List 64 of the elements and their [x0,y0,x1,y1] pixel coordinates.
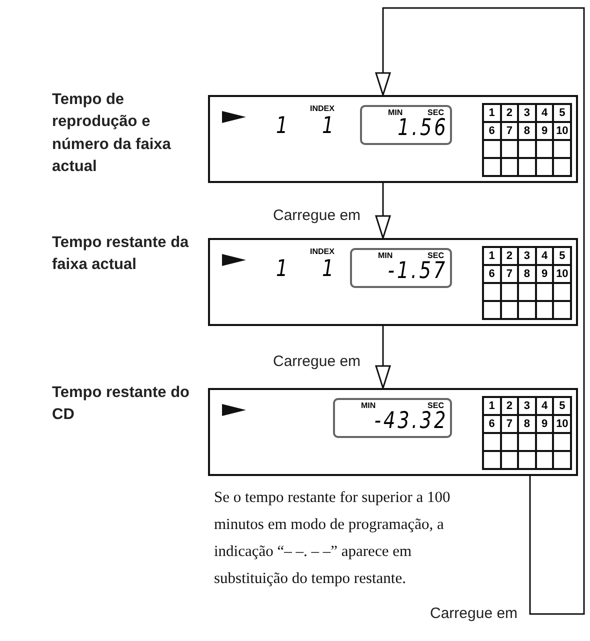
track-number: 3 [518,397,536,415]
track-number: 4 [536,104,554,122]
lcd-digits: 1 [322,258,336,281]
track-number: 2 [500,104,518,122]
track-number: 1 [483,397,501,415]
mode-caption: Tempo restante do CD [52,383,191,426]
track-number: 8 [518,265,536,283]
track-number: 10 [553,415,571,433]
track-number: 7 [500,265,518,283]
lcd-digits: 1 [276,115,290,138]
track-number: 9 [536,415,554,433]
track-number: 5 [553,104,571,122]
track-number: 6 [483,122,501,140]
track-number: 5 [553,247,571,265]
time-window [360,105,452,145]
mode-caption: Tempo restante da faixa actual [52,233,190,276]
track-number: 2 [500,397,518,415]
display-label: INDEX [310,105,334,113]
edge-label: Carregue em [271,206,363,224]
track-number: 6 [483,415,501,433]
track-number: 5 [553,397,571,415]
display-label: SEC [428,109,444,117]
track-number: 9 [536,265,554,283]
track-number: 2 [500,247,518,265]
arrow [375,183,391,239]
track-number: 3 [518,104,536,122]
time-window [350,248,452,288]
track-number: 1 [483,104,501,122]
track-number: 4 [536,397,554,415]
track-grid [482,103,572,177]
track-number: 9 [536,122,554,140]
display-label: MIN [361,402,376,410]
lcd-digits: -43.32 [374,410,448,433]
track-number: 8 [518,122,536,140]
display-label: SEC [428,252,444,260]
track-grid [482,246,572,320]
track-number: 10 [553,265,571,283]
lcd-digits: 1 [322,115,336,138]
track-grid [482,396,572,470]
arrow [375,7,585,615]
display-panel [208,238,578,326]
edge-label: Carregue em [271,353,363,370]
time-window [333,398,452,438]
lcd-digits: 1.56 [397,117,448,140]
display-label: INDEX [310,248,334,256]
track-number: 10 [553,122,571,140]
display-label: SEC [428,402,444,410]
track-number: 4 [536,247,554,265]
mode-caption: Tempo de reprodução e número da faixa actual [52,90,172,178]
note-text: Se o tempo restante for superior a 100 minutos em modo de programação, a indicação “– –. – –” aparece em substituição do tempo restante. [214,488,452,590]
lcd-digits: 1 [276,258,290,281]
display-label: MIN [378,252,393,260]
track-number: 1 [483,247,501,265]
track-number: 7 [500,415,518,433]
track-number: 6 [483,265,501,283]
edge-label: Carregue em [428,605,520,622]
display-label: MIN [388,109,403,117]
display-panel [208,95,578,183]
arrow [375,326,391,389]
track-number: 7 [500,122,518,140]
display-panel [208,388,578,476]
track-number: 8 [518,415,536,433]
track-number: 3 [518,247,536,265]
lcd-digits: -1.57 [388,260,448,283]
